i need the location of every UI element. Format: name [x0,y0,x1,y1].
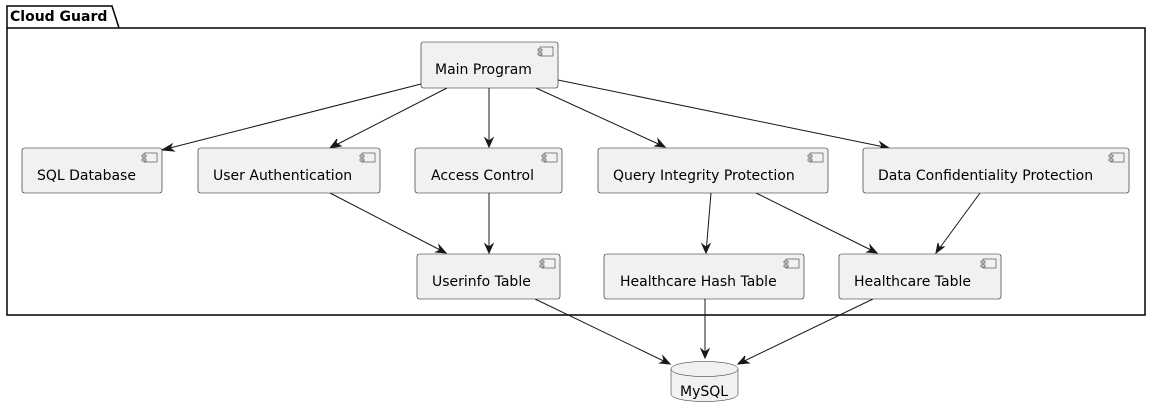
arrowhead-userinfo-from-access [483,242,495,255]
component-main-program: Main Program [420,41,559,89]
package-outline [6,5,1146,316]
arrowhead-mysql-from-userinfo [658,354,672,365]
component-box [416,253,561,300]
component-access-control: Access Control [414,147,563,194]
package-label: Cloud Guard [10,9,107,25]
arrowhead-healthcare-from-confidentiality [935,242,946,255]
edge-user-authentication-to-userinfo [329,192,447,254]
edge-query-integrity-to-healthcare-table [755,192,878,254]
component-icon [807,152,824,163]
component-icon [1108,152,1125,163]
component-label: Healthcare Table [854,274,971,290]
edges [160,79,981,365]
component-label: Query Integrity Protection [613,168,795,184]
component-box [197,147,381,194]
component-label: Main Program [435,62,532,78]
database-cylinder-rim [670,368,739,377]
component-icon [980,258,997,269]
arrowhead-access-control [483,136,495,149]
arrowhead-sql-database [160,142,176,152]
component-healthcare-table: Healthcare Table [838,253,1002,300]
edge-healthcare-table-to-mysql [737,298,874,365]
arrowhead-healthcare-from-query [865,243,879,254]
edge-main-to-query-integrity [535,87,666,148]
component-box [862,147,1130,194]
component-query-integrity-protection: Query Integrity Protection [597,147,829,194]
component-label: User Authentication [213,168,352,184]
package-cloud-guard: Cloud Guard [6,5,1146,316]
component-box [603,253,805,300]
component-icon [541,152,558,163]
component-box [21,147,163,194]
component-icon [539,258,556,269]
component-healthcare-hash-table: Healthcare Hash Table [603,253,805,300]
component-label: Userinfo Table [432,274,531,290]
arrowhead-mysql-from-healthcare [736,355,751,365]
arrowhead-mysql-from-hash [699,347,711,360]
component-label: Data Confidentiality Protection [878,168,1093,184]
component-icon [141,152,158,163]
component-data-confidentiality-protection: Data Confidentiality Protection [862,147,1130,194]
component-label: Access Control [431,168,534,184]
component-box [420,41,559,89]
component-icon [359,152,376,163]
component-sql-database: SQL Database [21,147,163,194]
edge-data-confidentiality-to-healthcare-table [935,192,981,254]
component-box [838,253,1002,300]
edge-main-to-sql-database [161,83,422,151]
arrowhead-hash-table [700,242,712,255]
component-icon [783,258,800,269]
edge-userinfo-to-mysql [534,298,671,365]
component-user-authentication: User Authentication [197,147,381,194]
component-label: SQL Database [37,168,136,184]
arrowhead-query-integrity [653,137,667,148]
component-userinfo-table: Userinfo Table [416,253,561,300]
database-label: MySQL [680,384,728,400]
arrowhead-userinfo-from-auth [434,243,448,254]
edge-main-to-data-confidentiality [557,79,890,149]
component-label: Healthcare Hash Table [620,274,777,290]
database-mysql: MySQL [670,361,739,402]
arrowhead-user-authentication [328,138,343,149]
component-icon [537,46,554,57]
component-box [597,147,829,194]
edge-main-to-user-authentication [329,87,448,149]
edge-query-integrity-to-hash-table [705,192,712,254]
component-box [414,147,563,194]
